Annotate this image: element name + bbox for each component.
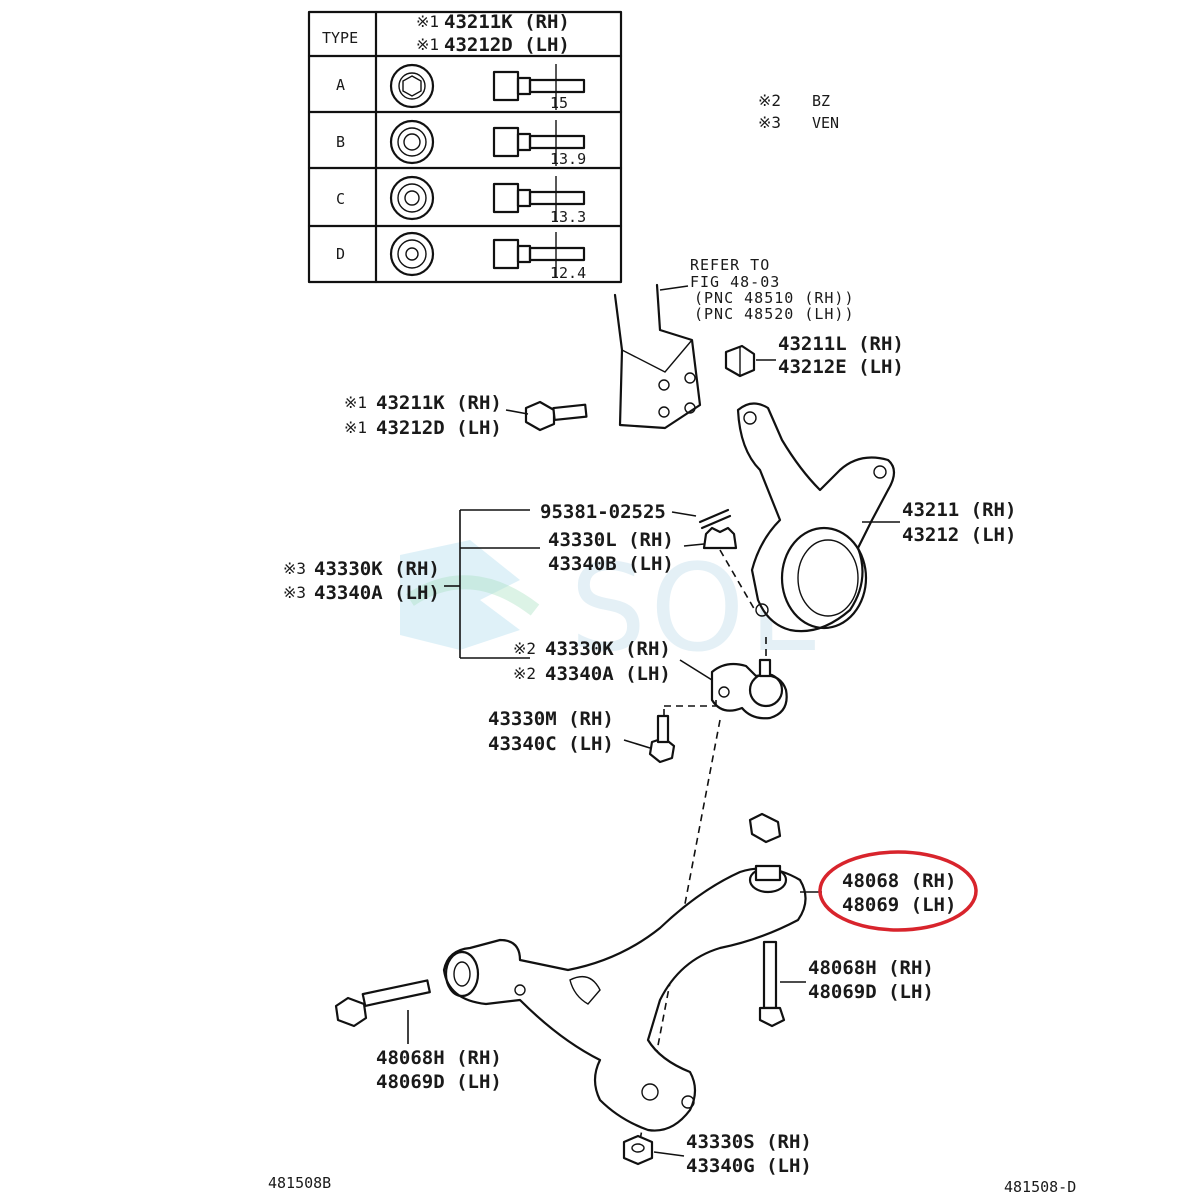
label-ball-joint-lh-mark: ※2	[513, 664, 536, 683]
strut-bolt	[505, 400, 588, 432]
note-mark-2: ※3	[758, 113, 781, 132]
label-ball-joint-rh-mark: ※2	[513, 639, 536, 658]
bolt-side-view-d	[492, 232, 586, 278]
note-mark-1: ※2	[758, 91, 781, 110]
label-group-rh: 43330K (RH)	[314, 558, 440, 580]
label-group-lh-mark: ※3	[283, 583, 306, 602]
label-lower-arm-rh: 48068 (RH)	[842, 870, 956, 892]
label-strut-bolt-lh-mark: ※1	[344, 418, 367, 437]
label-group-rh-mark: ※3	[283, 559, 306, 578]
table-row-dia-b: 13.9	[550, 150, 586, 168]
label-castle-nut-rh: 43330L (RH)	[548, 529, 674, 551]
lower-arm-nut	[748, 812, 782, 844]
bolt-type-table: TYPE ※1 43211K (RH) ※1 43212D (LH) A 15 …	[307, 10, 623, 284]
table-row-dia-a: 15	[550, 94, 568, 112]
bolt-side-view-b	[492, 120, 586, 166]
label-ball-joint-lh: 43340A (LH)	[545, 663, 671, 685]
table-row-dia-d: 12.4	[550, 264, 586, 282]
label-top-nut-lh: 43212E (LH)	[778, 356, 904, 378]
table-row-type-b: B	[336, 133, 345, 151]
watermark-logo-stroke	[406, 575, 540, 616]
footer-right-code: 481508-D	[1004, 1178, 1076, 1196]
castle-nut	[683, 526, 757, 613]
group-bracket	[444, 509, 540, 659]
label-ball-joint-bolt-lh: 43340C (LH)	[488, 733, 614, 755]
right-arm-bolt	[758, 940, 806, 1028]
label-ball-joint-rh: 43330K (RH)	[545, 638, 671, 660]
ball-joint-bolt	[623, 700, 717, 764]
table-header-part-1: 43211K (RH)	[444, 11, 570, 33]
bolt-side-view-c	[492, 176, 586, 222]
steering-knuckle	[736, 402, 900, 633]
bolt-side-view-a	[492, 64, 586, 110]
table-row-type-d: D	[336, 245, 345, 263]
label-bushing-nut-lh: 43340G (LH)	[686, 1155, 812, 1177]
refer-line-1: REFER TO	[690, 256, 770, 274]
highlight-circle	[818, 850, 978, 932]
label-lower-arm-lh: 48069 (LH)	[842, 894, 956, 916]
label-right-bolt-lh: 48069D (LH)	[808, 981, 934, 1003]
label-bushing-nut-rh: 43330S (RH)	[686, 1131, 812, 1153]
bolt-end-view-b	[389, 119, 435, 165]
top-nut	[724, 344, 776, 378]
table-header-part-2: 43212D (LH)	[444, 34, 570, 56]
bolt-end-view-a	[389, 63, 435, 109]
label-strut-bolt-rh-mark: ※1	[344, 393, 367, 412]
label-right-bolt-rh: 48068H (RH)	[808, 957, 934, 979]
refer-line-4: (PNC 48520 (LH))	[694, 305, 855, 323]
label-strut-bolt-rh: 43211K (RH)	[376, 392, 502, 414]
label-castle-nut-lh: 43340B (LH)	[548, 553, 674, 575]
table-row-type-c: C	[336, 190, 345, 208]
label-ball-joint-bolt-rh: 43330M (RH)	[488, 708, 614, 730]
refer-to-note: REFER TO FIG 48-03 (PNC 48510 (RH)) (PNC…	[659, 256, 855, 323]
note-text-2: VEN	[812, 114, 839, 132]
label-left-bolt-lh: 48069D (LH)	[376, 1071, 502, 1093]
table-header-mark-2: ※1	[416, 35, 439, 54]
table-row-dia-c: 13.3	[550, 208, 586, 226]
note-text-1: BZ	[812, 92, 830, 110]
label-left-bolt-rh: 48068H (RH)	[376, 1047, 502, 1069]
ball-joint	[679, 632, 788, 720]
left-arm-bolt	[334, 979, 431, 1044]
notes: ※2 BZ ※3 VEN	[758, 91, 839, 132]
bushing-nut	[622, 1134, 685, 1166]
label-cotter-pin: 95381-02525	[540, 501, 666, 523]
footer-left-code: 481508B	[268, 1174, 331, 1192]
label-knuckle-lh: 43212 (LH)	[902, 524, 1016, 546]
lower-control-arm	[442, 864, 822, 1132]
label-group-lh: 43340A (LH)	[314, 582, 440, 604]
refer-line-3: (PNC 48510 (RH))	[694, 289, 855, 307]
cotter-pin	[671, 508, 732, 530]
table-header-type: TYPE	[322, 29, 358, 47]
label-knuckle-rh: 43211 (RH)	[902, 499, 1016, 521]
refer-line-2: FIG 48-03	[690, 273, 780, 291]
table-row-type-a: A	[336, 76, 345, 94]
label-top-nut-rh: 43211L (RH)	[778, 333, 904, 355]
bolt-end-view-d	[389, 231, 435, 277]
strut-outline	[613, 283, 702, 430]
label-strut-bolt-lh: 43212D (LH)	[376, 417, 502, 439]
bolt-end-view-c	[389, 175, 435, 221]
table-header-mark-1: ※1	[416, 12, 439, 31]
